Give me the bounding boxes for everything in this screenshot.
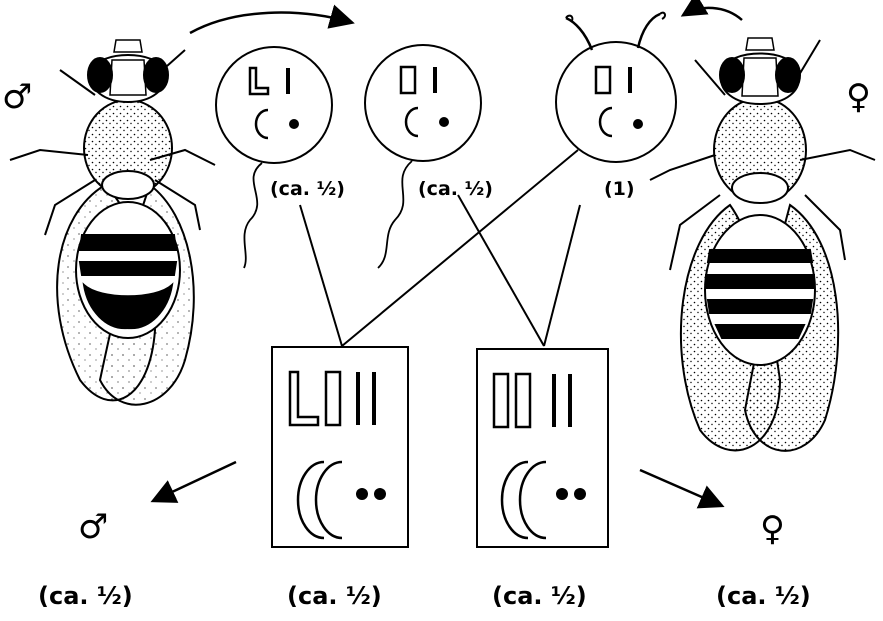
egg-gamete [555,11,677,163]
egg-fraction-label: (1) [604,178,635,200]
offspring-fraction-3: (ca. ½) [492,582,587,610]
offspring-fraction-1: (ca. ½) [38,582,133,610]
sperm-x-fraction-label: (ca. ½) [270,178,345,200]
offspring-fraction-4: (ca. ½) [716,582,811,610]
sperm-y-fraction-label: (ca. ½) [418,178,493,200]
female-symbol-bottom: ♀ [760,509,785,549]
sperm-x-gamete [215,46,333,269]
offspring-fraction-2: (ca. ½) [287,582,382,610]
male-outcome-arrow [150,460,237,503]
female-to-egg-arrow [680,0,743,21]
male-symbol-top: ♂ [2,77,32,117]
male-fly-illustration [9,39,216,406]
fertilization-lines [299,149,581,347]
female-outcome-arrow [639,468,725,509]
female-fly-illustration [649,37,876,452]
female-zygote [476,348,609,548]
male-zygote [271,346,409,548]
female-symbol-top: ♀ [846,77,871,117]
male-symbol-bottom: ♂ [78,507,108,547]
sperm-y-gamete [364,44,482,269]
male-to-sperm-arrow [189,4,355,35]
